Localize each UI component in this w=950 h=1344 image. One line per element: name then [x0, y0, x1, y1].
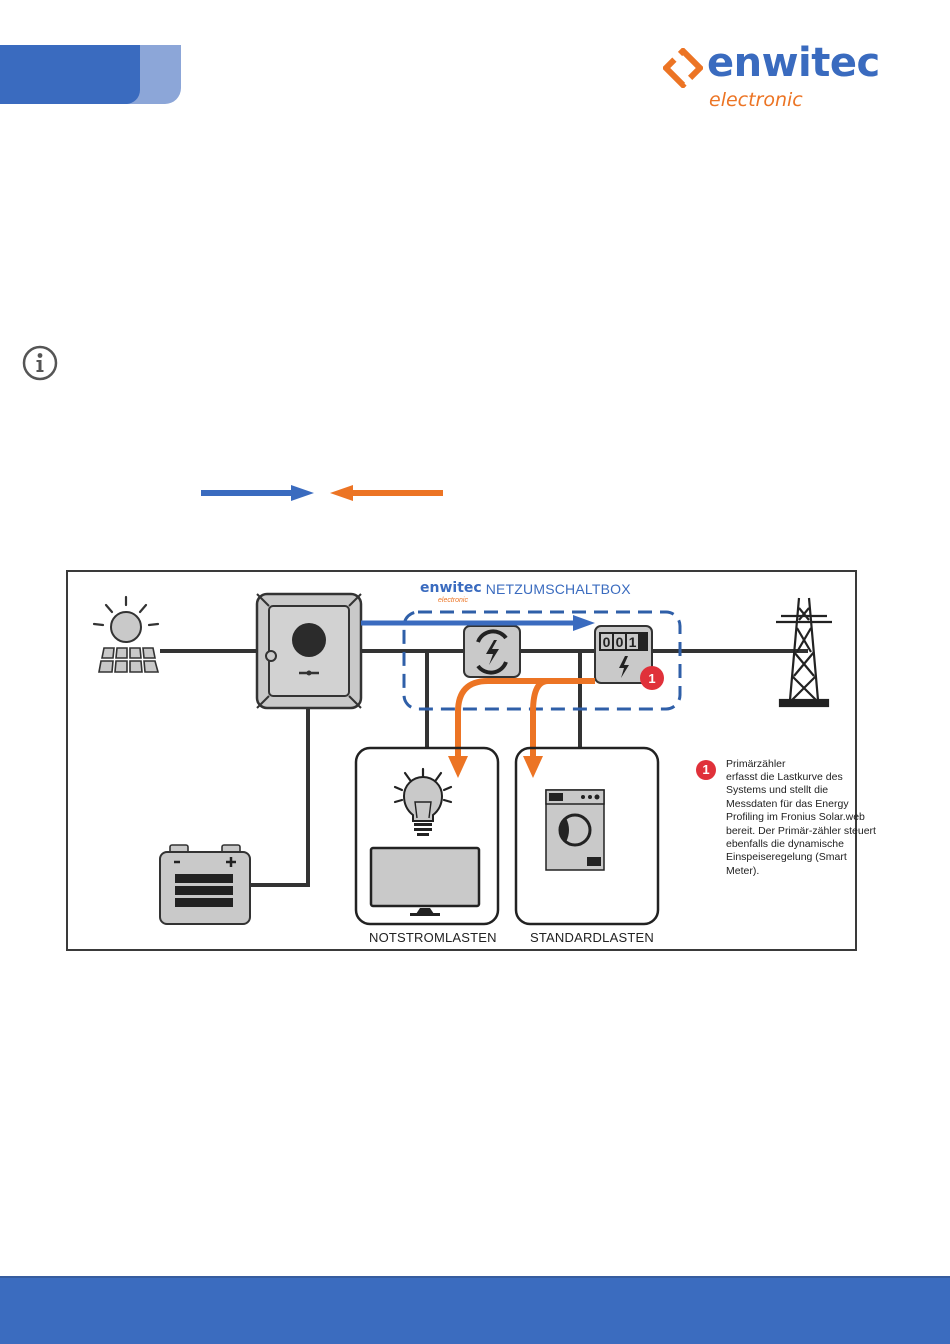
netzumschaltbox-frame	[402, 610, 682, 711]
logo-diamond-icon	[663, 48, 703, 88]
svg-text:0: 0	[603, 634, 611, 650]
svg-text:0: 0	[616, 634, 624, 650]
svg-text:1: 1	[648, 671, 655, 686]
arrow-left-icon	[330, 485, 443, 501]
netzumschaltbox-label: NETZUMSCHALTBOX	[485, 581, 631, 597]
backup-loads-box	[354, 746, 500, 926]
arrow-right-icon	[201, 485, 314, 501]
svg-text:1: 1	[629, 634, 637, 650]
backup-loads-label: NOTSTROMLASTEN	[369, 930, 497, 945]
standard-loads-label: STANDARDLASTEN	[530, 930, 654, 945]
logo-subtitle: electronic	[709, 89, 803, 111]
standard-loads-box	[514, 746, 660, 926]
battery-line	[251, 707, 310, 887]
legend-flow-arrows	[201, 485, 443, 501]
info-circle-icon	[22, 345, 58, 381]
blue-flow-arrow	[361, 615, 595, 631]
inverter-icon	[255, 592, 363, 710]
light-bulb-icon	[393, 767, 453, 836]
enwitec-logo: enwitec electronic	[663, 40, 903, 114]
logo-wordmark: enwitec	[707, 40, 880, 86]
note-badge: 1	[696, 760, 716, 780]
solar-panel-icon	[92, 595, 160, 673]
primary-meter-icon: 0 0 1	[594, 625, 653, 684]
system-diagram: 0 0 1 1	[66, 570, 876, 951]
note-body: erfasst die Lastkurve des Systems und st…	[726, 771, 876, 877]
note-title: Primärzähler	[726, 758, 786, 770]
power-grid-pylon-icon	[776, 597, 832, 708]
header-tab	[0, 45, 140, 104]
tv-icon	[369, 846, 481, 916]
orange-flow-arrows	[455, 678, 595, 760]
mini-enwitec-logo: enwitec	[420, 580, 482, 596]
backup-switch-icon	[463, 625, 521, 678]
meter-badge	[640, 666, 664, 690]
battery-icon	[159, 844, 251, 925]
netzumschaltbox-title: enwitec electronic NETZUMSCHALTBOX	[420, 580, 631, 604]
mini-enwitec-sub: electronic	[438, 597, 468, 604]
footer-bar	[0, 1276, 950, 1344]
washing-machine-icon	[545, 789, 605, 871]
